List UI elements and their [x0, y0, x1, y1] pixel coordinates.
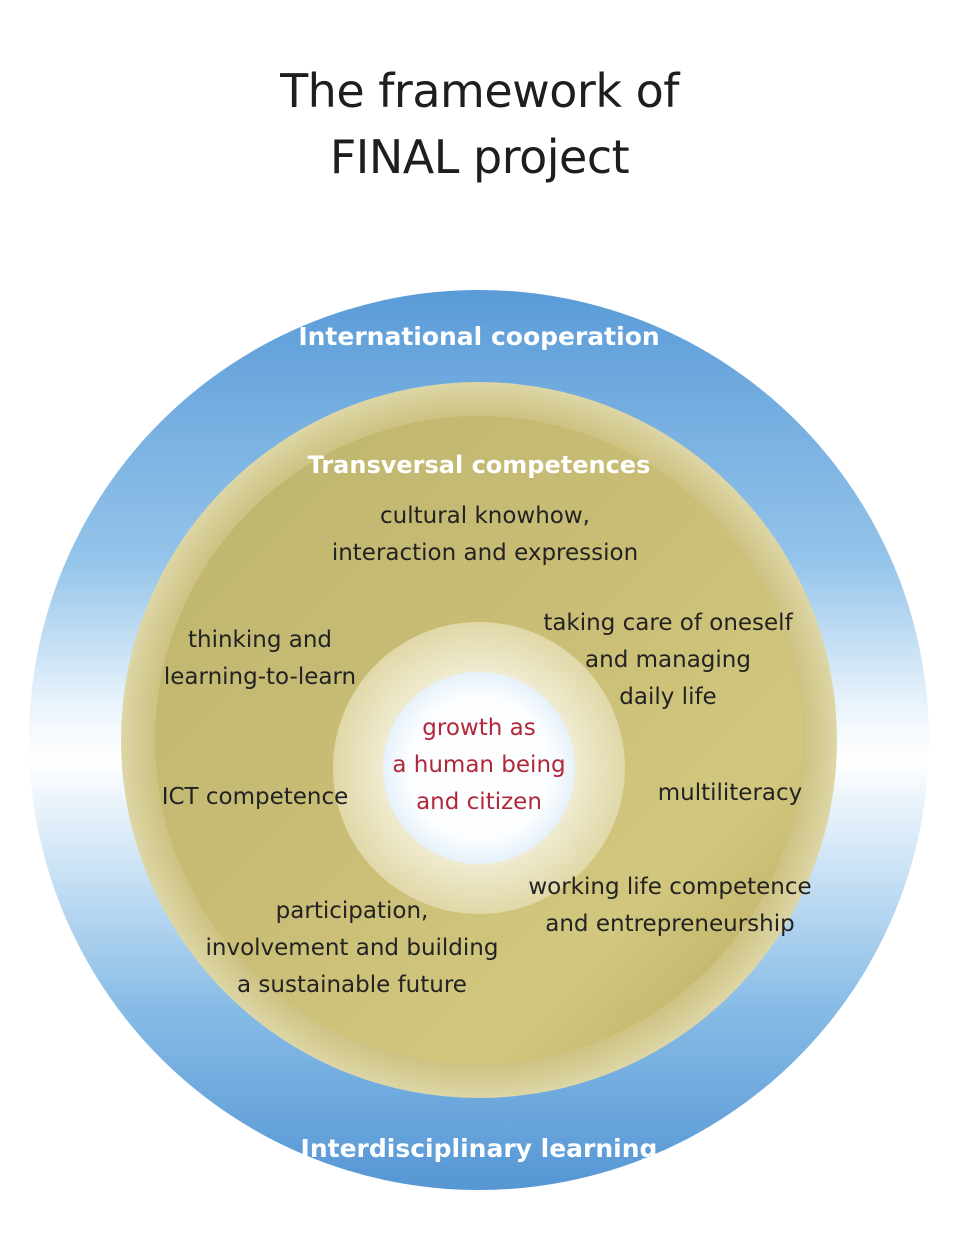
core-line: and citizen: [416, 789, 542, 815]
competence-thinking: thinking and learning-to-learn: [140, 622, 380, 696]
competence-line: a sustainable future: [237, 972, 467, 998]
competence-self-care: taking care of oneself and managing dail…: [518, 605, 818, 716]
competence-cultural: cultural knowhow, interaction and expres…: [270, 498, 700, 572]
competence-line: and managing: [585, 647, 751, 673]
competence-ict: ICT competence: [140, 779, 370, 816]
middle-ring-title: Transversal competences: [307, 451, 651, 479]
competence-working-life: working life competence and entrepreneur…: [505, 869, 835, 943]
outer-ring-top-label: International cooperation: [298, 322, 660, 351]
core-line: a human being: [392, 752, 566, 778]
core-line: growth as: [422, 715, 536, 741]
competence-line: working life competence: [528, 874, 812, 900]
competence-line: thinking and: [187, 627, 333, 653]
competence-line: daily life: [619, 684, 717, 710]
competence-line: learning-to-learn: [163, 664, 357, 690]
title-line-2: FINAL project: [329, 130, 630, 184]
core-label: growth as a human being and citizen: [374, 710, 584, 821]
competence-line: involvement and building: [205, 935, 499, 961]
competence-line: multiliteracy: [657, 780, 803, 806]
competence-line: taking care of oneself: [543, 610, 793, 636]
outer-ring-bottom-label: Interdisciplinary learning: [300, 1134, 658, 1163]
page-title: The framework of FINAL project: [0, 58, 959, 190]
competence-participation: participation, involvement and building …: [182, 893, 522, 1004]
competence-line: and entrepreneurship: [545, 911, 795, 937]
competence-line: interaction and expression: [331, 540, 639, 566]
competence-multiliteracy: multiliteracy: [640, 775, 820, 812]
competence-line: participation,: [275, 898, 429, 924]
competence-line: cultural knowhow,: [379, 503, 590, 529]
competence-line: ICT competence: [161, 784, 349, 810]
title-line-1: The framework of: [280, 64, 679, 118]
core-circle: [383, 672, 575, 864]
